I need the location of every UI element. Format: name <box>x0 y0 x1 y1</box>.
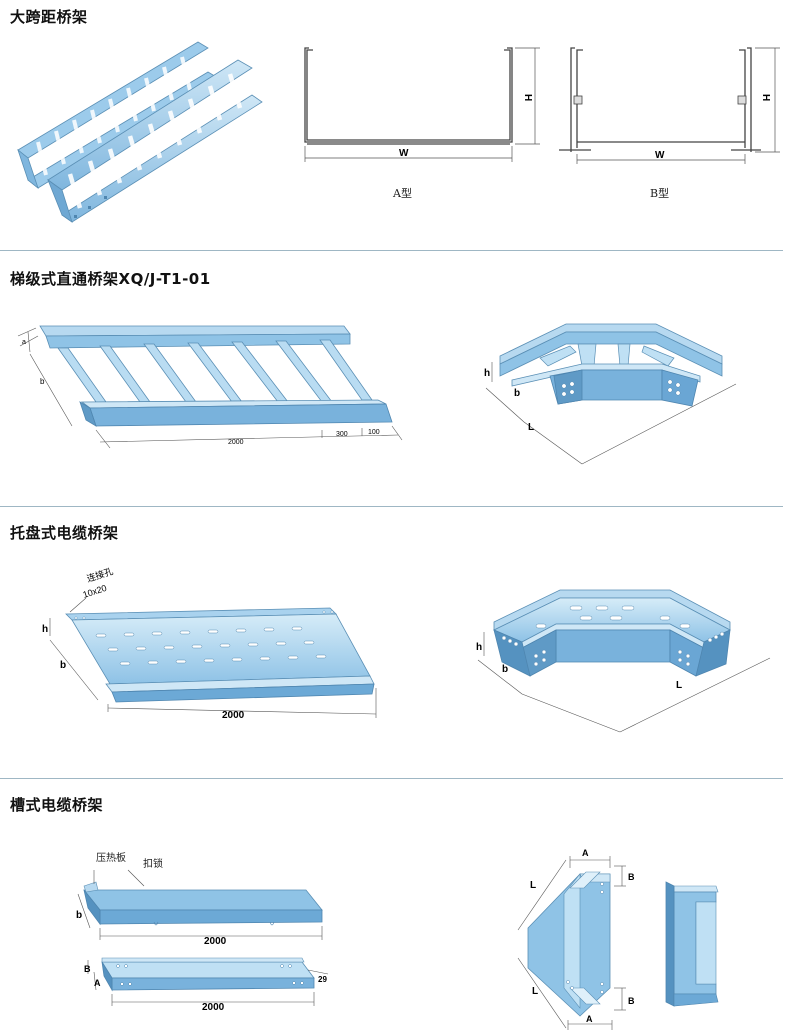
trough-elbow-b-bottom: B <box>628 996 635 1006</box>
dim-w-label-b: W <box>655 150 665 161</box>
section-title-ladder: 梯级式直通桥架XQ/J-T1-01 <box>10 270 211 288</box>
trough-length-top-label: 2000 <box>204 936 227 947</box>
tray-elbow: h b L <box>476 589 771 733</box>
tray-elbow-l-label: L <box>676 680 682 691</box>
rung-spacing-label: 300 <box>336 431 348 438</box>
trough-elbow-a-top: A <box>582 848 589 858</box>
end-offset-label: 100 <box>368 429 380 436</box>
trough-elbow: A B L L B A <box>517 848 635 1030</box>
elbow-b-label: b <box>514 388 520 399</box>
dim-w-label: W <box>399 148 409 159</box>
buckle-label: 扣锁 <box>143 859 163 870</box>
connect-hole-label: 连接孔 <box>85 565 114 584</box>
trough-29-label: 29 <box>318 975 327 984</box>
dim-b-label: b <box>40 377 45 386</box>
section-divider <box>0 778 783 779</box>
press-plate-label: 压热板 <box>96 853 126 864</box>
trough-a-label: A <box>94 978 101 988</box>
ladder-length-label: 2000 <box>228 439 244 446</box>
trough-length-bottom-label: 2000 <box>202 1002 225 1013</box>
dim-h-label: H <box>522 94 533 101</box>
large-span-tray-illustration <box>17 41 263 224</box>
ladder-elbow: h b L <box>484 323 737 465</box>
type-a-caption: A型 <box>393 187 412 200</box>
type-b-cross-section: H W <box>559 47 780 164</box>
elbow-h-label: h <box>484 368 490 379</box>
section-title-tray: 托盘式电缆桥架 <box>10 524 119 542</box>
trough-elbow-b-top: B <box>628 872 635 882</box>
dim-a-label: a <box>22 339 26 346</box>
trough-elbow-a-bottom: A <box>586 1014 593 1024</box>
tray-b-label: b <box>60 660 66 671</box>
trough-elbow-l1: L <box>530 880 536 891</box>
section-title-large-span: 大跨距桥架 <box>10 8 88 26</box>
elbow-l-label: L <box>528 422 534 433</box>
trough-b-label: b <box>76 910 82 921</box>
section-divider <box>0 506 783 507</box>
trough-straight-cover: b 2000 <box>76 869 323 947</box>
tray-elbow-h-label: h <box>476 642 482 653</box>
tray-straight: h b 2000 连接孔 10x20 <box>42 565 377 721</box>
section-title-trough: 槽式电缆桥架 <box>10 796 104 814</box>
section-divider <box>0 250 783 251</box>
tray-elbow-b-label: b <box>502 664 508 675</box>
trough-connector <box>665 881 719 1007</box>
type-a-cross-section: H W <box>304 47 540 162</box>
tray-length-label: 2000 <box>222 710 245 721</box>
tray-h-label: h <box>42 624 48 635</box>
hole-size-label: 10x20 <box>82 583 108 600</box>
dim-h-label-b: H <box>760 94 771 101</box>
trough-straight-open: B A 29 2000 <box>84 957 329 1013</box>
trough-elbow-l2: L <box>532 986 538 997</box>
trough-b2-label: B <box>84 964 91 974</box>
type-b-caption: B型 <box>650 187 670 200</box>
ladder-straight-tray: a b 2000 300 100 <box>17 325 403 449</box>
